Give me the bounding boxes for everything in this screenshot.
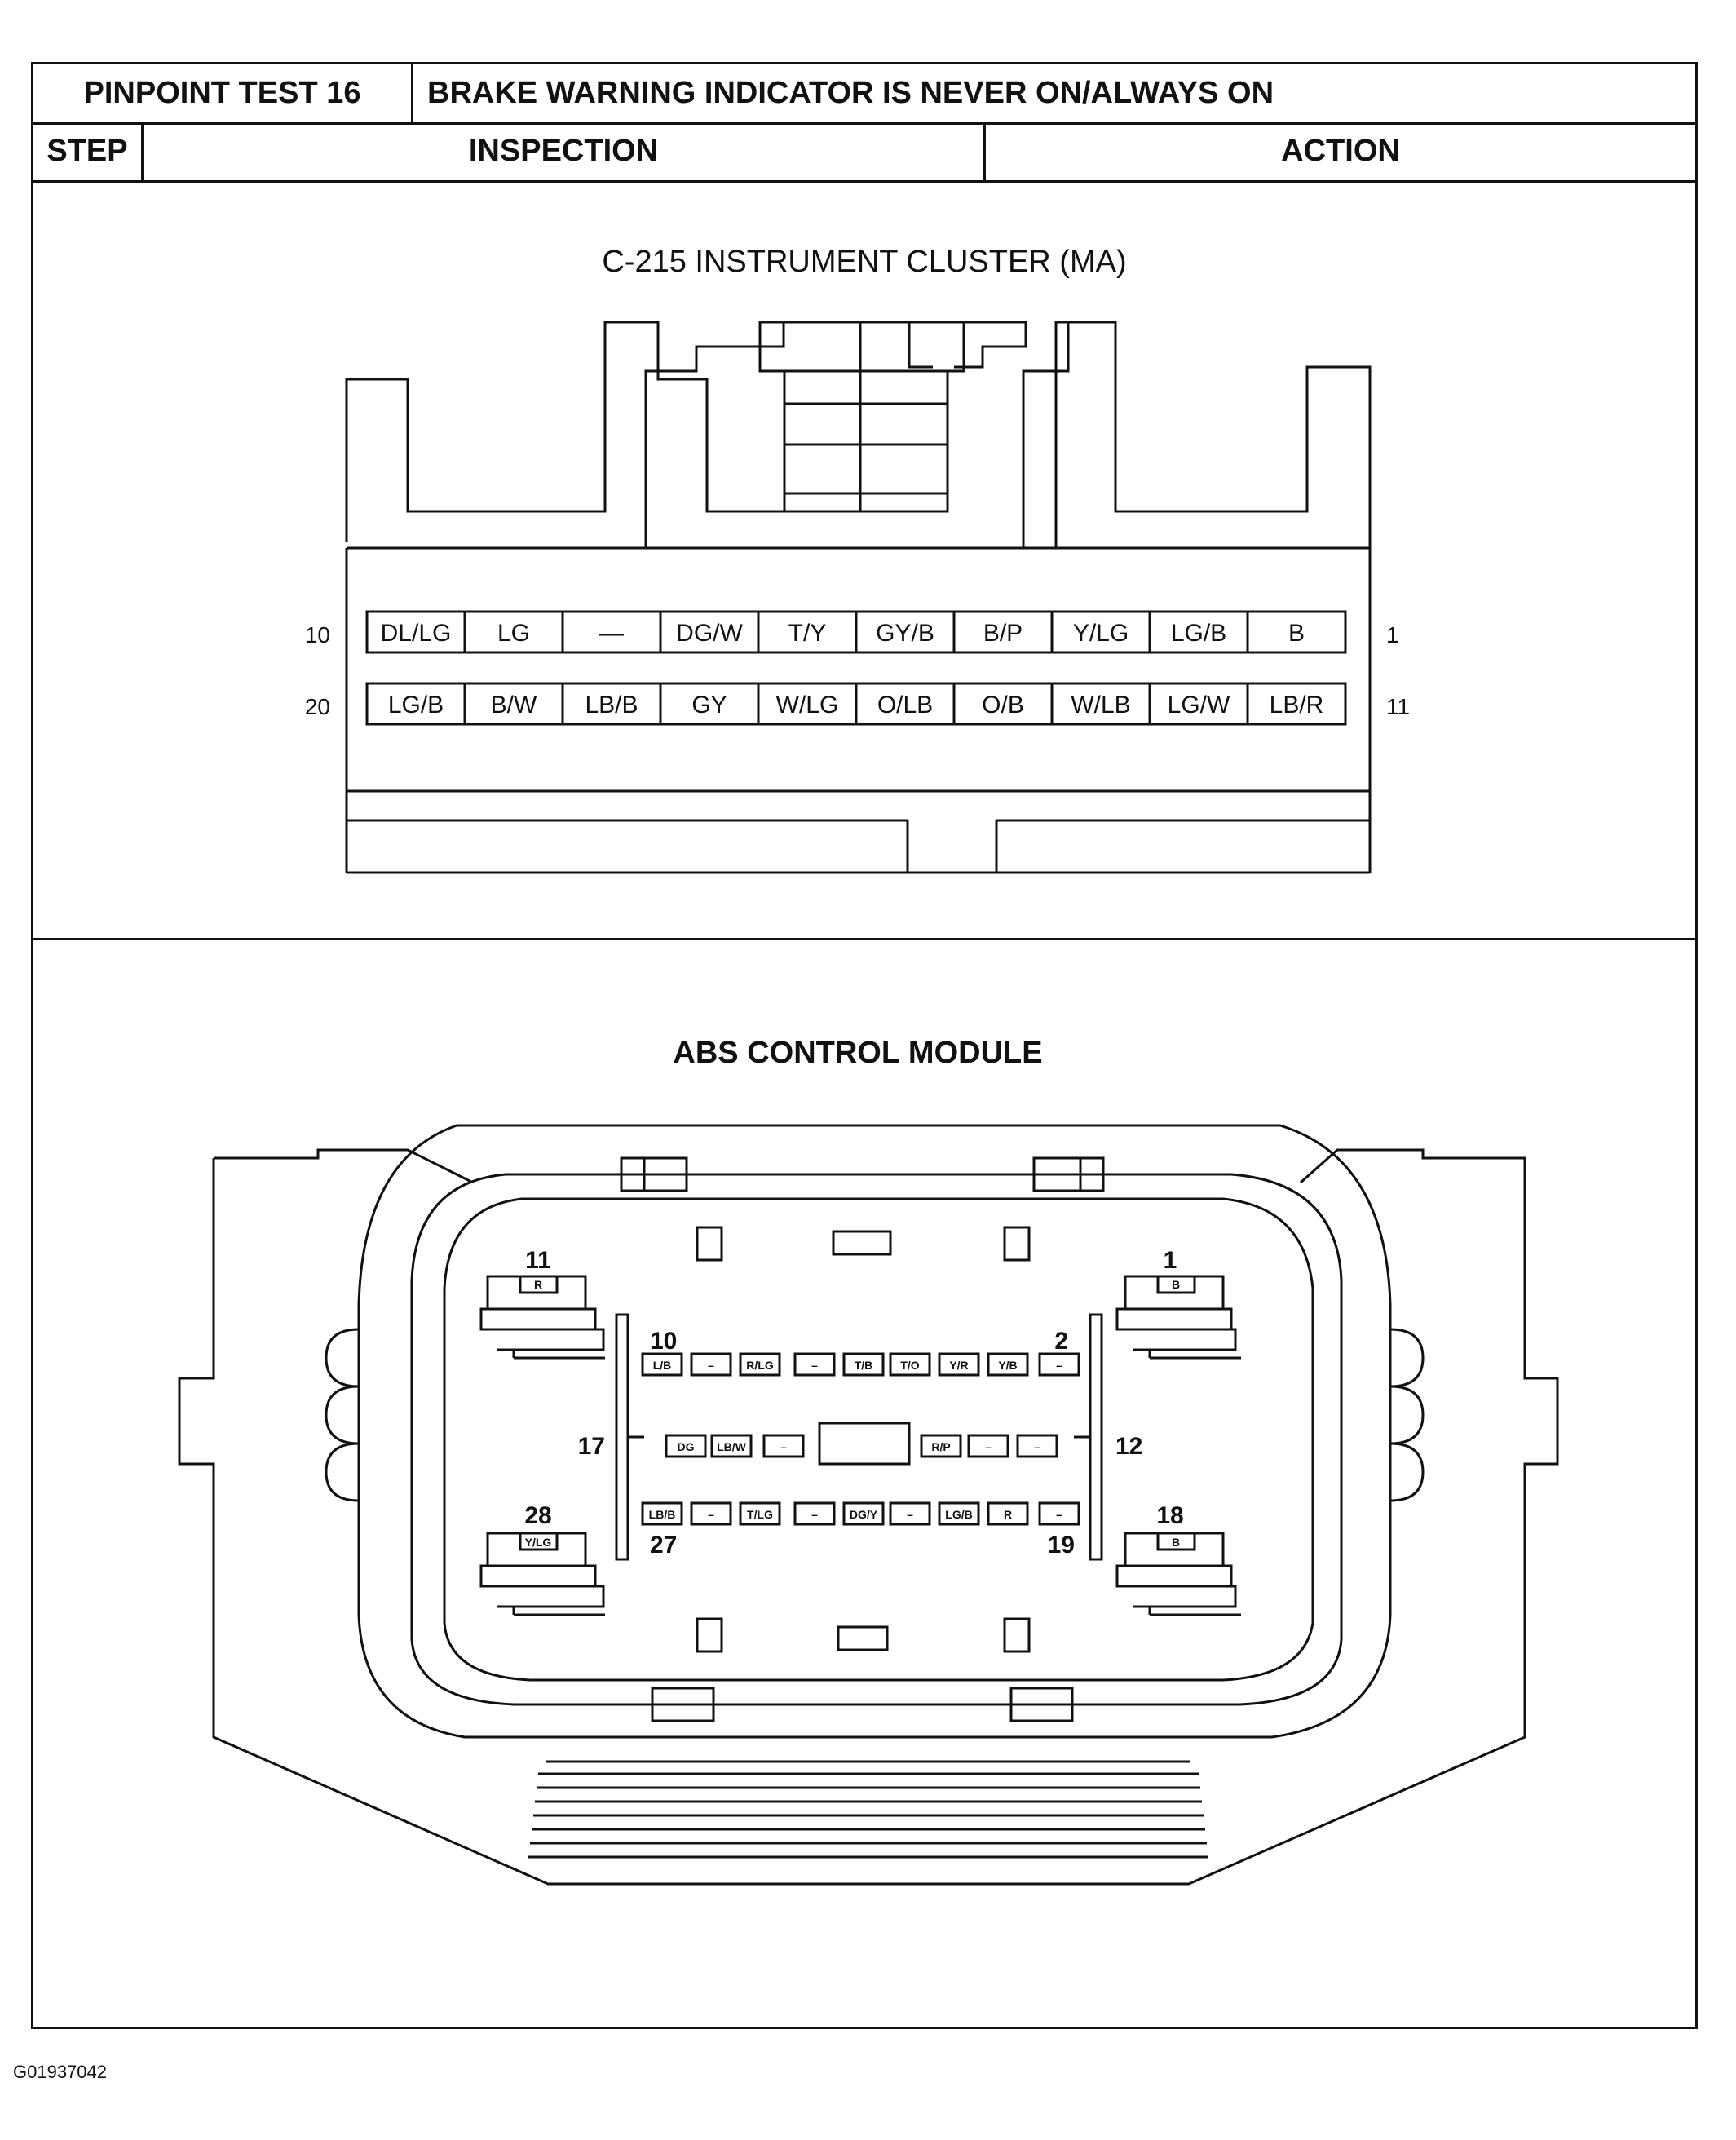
- abs-pin-cell: –: [907, 1508, 913, 1521]
- abs-right-bar: [1074, 1313, 1103, 1561]
- abs-pin-cell: LG/B: [945, 1508, 972, 1521]
- test-label: PINPOINT TEST 16: [83, 76, 361, 110]
- col-step: STEP: [46, 134, 128, 168]
- abs-pin-cell: T/LG: [747, 1508, 773, 1521]
- abs-pin-cell: –: [1056, 1508, 1062, 1521]
- abs-pin-cell: LB/B: [649, 1508, 676, 1521]
- cluster-row2-cell: O/B: [982, 692, 1024, 718]
- cluster-row2-cell: GY: [691, 692, 727, 718]
- cluster-row1-cell: —: [599, 620, 624, 647]
- abs-pin-cell: Y/B: [998, 1359, 1017, 1372]
- title-row: PINPOINT TEST 16 BRAKE WARNING INDICATOR…: [33, 64, 1695, 125]
- abs-corner-housing-tl: [479, 1275, 605, 1360]
- abs-pin-cell: –: [708, 1359, 714, 1372]
- cluster-row1-cell: LG: [497, 620, 530, 647]
- abs-row1-right-label: 2: [1054, 1328, 1068, 1355]
- abs-pin-cell: T/B: [855, 1359, 873, 1372]
- abs-pin-cell: T/O: [900, 1359, 919, 1372]
- cluster-row2-left-pin: 20: [305, 694, 330, 719]
- abs-pin-cell: L/B: [653, 1359, 672, 1372]
- cluster-row2-cell: B/W: [491, 692, 537, 718]
- abs-row2-right-label: 12: [1115, 1433, 1142, 1460]
- abs-pin-cell: –: [1034, 1440, 1040, 1453]
- abs-pin-cell: –: [811, 1359, 818, 1372]
- abs-pin-cell: –: [811, 1508, 818, 1521]
- abs-pin-28-label: 28: [524, 1502, 551, 1529]
- abs-pin-cell: –: [708, 1508, 714, 1521]
- abs-row3-right-label: 19: [1048, 1532, 1075, 1559]
- figure-id: G01937042: [13, 2062, 107, 2082]
- abs-module-housing: [178, 1124, 1559, 1886]
- abs-pin-cell: –: [985, 1440, 992, 1453]
- divider: [141, 122, 144, 180]
- test-title: BRAKE WARNING INDICATOR IS NEVER ON/ALWA…: [427, 76, 1274, 110]
- cluster-row1-cell: T/Y: [788, 620, 827, 647]
- cluster-title: C-215 INSTRUMENT CLUSTER (MA): [602, 245, 1126, 279]
- cluster-row1-left-pin: 10: [305, 622, 330, 648]
- abs-pin-1-label: 1: [1164, 1247, 1177, 1274]
- column-header-row: STEP INSPECTION ACTION: [33, 122, 1695, 183]
- abs-pin-cell: DG/Y: [850, 1508, 878, 1521]
- abs-center-block: [818, 1422, 911, 1466]
- cluster-row1-cell: LG/B: [1171, 620, 1226, 647]
- cluster-row2-cell: W/LG: [776, 692, 839, 718]
- abs-row3-left-label: 27: [650, 1532, 677, 1559]
- abs-pin-cell: DG: [678, 1440, 695, 1453]
- cluster-row2-cell: LB/B: [585, 692, 638, 718]
- cluster-connector-body: [345, 321, 1372, 874]
- cluster-row2-cell: W/LB: [1071, 692, 1130, 718]
- cluster-row2-cell: O/LB: [877, 692, 933, 718]
- cluster-row1-right-pin: 1: [1386, 622, 1399, 648]
- cluster-row1-cell: GY/B: [876, 620, 934, 647]
- abs-corner-housing-bl: [479, 1532, 605, 1616]
- abs-pin-cell: R/P: [931, 1440, 950, 1453]
- cluster-row2-cell: LG/W: [1168, 692, 1230, 718]
- section-divider: [33, 938, 1695, 940]
- abs-pin-cell: LB/W: [717, 1440, 747, 1453]
- cluster-row1-cell: Y/LG: [1073, 620, 1129, 647]
- cluster-row1-cell: B/P: [983, 620, 1023, 647]
- abs-row1-left-label: 10: [650, 1328, 677, 1355]
- abs-left-bar: [615, 1313, 644, 1561]
- abs-pin-11-label: 11: [525, 1247, 551, 1274]
- abs-title: ABS CONTROL MODULE: [673, 1036, 1042, 1070]
- abs-pin-28-wire: Y/LG: [525, 1536, 552, 1549]
- cluster-row1-cell: DL/LG: [381, 620, 452, 647]
- abs-pin-18-wire: B: [1172, 1536, 1180, 1549]
- col-inspection: INSPECTION: [468, 134, 659, 168]
- abs-row2-left-label: 17: [578, 1433, 605, 1460]
- cluster-row1-cell: DG/W: [676, 620, 743, 647]
- abs-pin-1-wire: B: [1172, 1278, 1180, 1291]
- cluster-row1-cell: B: [1288, 620, 1305, 647]
- pinpoint-test-frame: PINPOINT TEST 16 BRAKE WARNING INDICATOR…: [31, 62, 1698, 2029]
- abs-pin-11-wire: R: [534, 1278, 542, 1291]
- abs-pin-cell: R/LG: [746, 1359, 774, 1372]
- cluster-row2-right-pin: 11: [1386, 694, 1410, 719]
- abs-corner-housing-tr: [1115, 1275, 1241, 1360]
- abs-pin-cell: –: [1056, 1359, 1062, 1372]
- abs-pin-cell: R: [1004, 1508, 1012, 1521]
- abs-corner-housing-br: [1115, 1532, 1241, 1616]
- col-action: ACTION: [1281, 134, 1400, 168]
- cluster-row2-cell: LB/R: [1270, 692, 1324, 718]
- abs-pin-18-label: 18: [1156, 1502, 1183, 1529]
- divider: [411, 64, 413, 122]
- cluster-row2-cell: LG/B: [388, 692, 444, 718]
- abs-bottom-ribs: [528, 1772, 1208, 1859]
- divider: [983, 122, 986, 180]
- abs-pin-cell: –: [780, 1440, 787, 1453]
- abs-pin-cell: Y/R: [949, 1359, 968, 1372]
